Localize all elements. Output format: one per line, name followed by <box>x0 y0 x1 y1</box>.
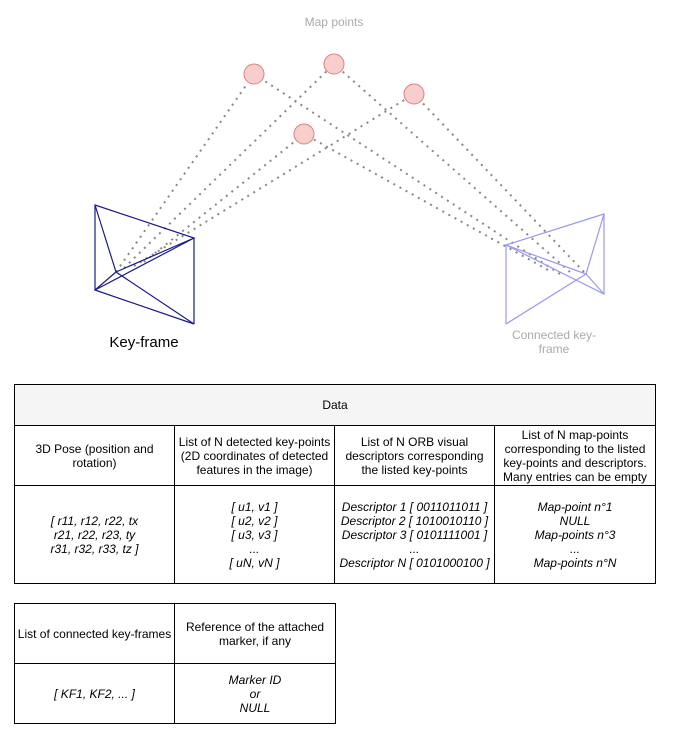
reference-values-row: [ KF1, KF2, ... ] Marker ID or NULL <box>14 663 336 724</box>
ray-ckf-mp4 <box>303 133 549 271</box>
mappoint-line: Map-points n°3 <box>534 527 616 542</box>
map-point-4 <box>293 123 315 145</box>
keyframe-diagram <box>94 53 605 325</box>
ray-ckf-mp3 <box>413 93 585 273</box>
keyframe-edge-6 <box>94 289 195 325</box>
cell-descriptors: Descriptor 1 [ 0011011011 ] Descriptor 2… <box>334 485 495 584</box>
cell-marker: Marker ID or NULL <box>174 663 336 724</box>
header-connected-keyframes: List of connected key-frames <box>14 603 175 664</box>
data-header-row: 3D Pose (position and rotation) List of … <box>14 425 657 486</box>
ray-ckf-mp1 <box>253 73 561 275</box>
ray-kf-mp1 <box>115 73 255 273</box>
keyframe-label: Key-frame <box>109 334 179 351</box>
connected-edge-2 <box>505 244 587 275</box>
header-descriptors: List of N ORB visual descriptors corresp… <box>334 425 495 486</box>
keyframe-edge-3 <box>115 237 195 273</box>
ray-ckf-mp2 <box>333 63 571 273</box>
keyframe-edge-1 <box>94 204 117 273</box>
cell-keypoints: [ u1, v1 ] [ u2, v2 ] [ u3, v3 ] ... [ u… <box>174 485 335 584</box>
connected-image-plane <box>504 213 605 295</box>
mappoint-line: NULL <box>559 513 591 528</box>
keyframe-edge-2 <box>94 271 117 291</box>
descriptor-line: Descriptor N [ 0101000100 ] <box>339 555 490 570</box>
reference-header-row: List of connected key-frames Reference o… <box>14 603 336 664</box>
connected-keyframe-label: Connected key- frame <box>500 328 608 356</box>
keypoint-line: [ u3, v3 ] <box>231 527 278 542</box>
data-title: Data <box>13 384 657 426</box>
connected-keyframe-camera <box>504 213 605 325</box>
marker-line: Marker ID <box>228 672 282 687</box>
keyframe-camera <box>94 204 196 325</box>
cell-mappoints: Map-point n°1 NULL Map-points n°3 ... Ma… <box>493 485 657 584</box>
descriptor-line: Descriptor 2 [ 1010010110 ] <box>340 513 489 528</box>
map-point-1 <box>243 63 265 85</box>
mappoint-line: ... <box>570 541 581 556</box>
mappoint-line: Map-points n°N <box>533 555 617 570</box>
keypoint-line: [ u2, v2 ] <box>231 513 278 528</box>
connected-rays <box>253 63 585 275</box>
data-title-row: Data <box>13 384 657 426</box>
pose-line: [ r11, r12, r22, tx <box>50 513 139 528</box>
map-points-label: Map points <box>304 15 364 29</box>
ray-kf-mp4 <box>143 133 305 263</box>
pose-line: r31, r32, r33, tz ] <box>50 541 139 556</box>
marker-line: NULL <box>239 700 271 715</box>
keypoint-line: ... <box>249 541 260 556</box>
keyframe-image-plane <box>94 204 196 291</box>
descriptor-line: Descriptor 1 [ 0011011011 ] <box>341 499 488 514</box>
marker-line: or <box>249 686 261 701</box>
connected-label-line-2: frame <box>538 342 570 356</box>
reference-table: List of connected key-frames Reference o… <box>14 603 336 724</box>
map-points <box>243 53 425 145</box>
pose-line: r21, r22, r23, ty <box>53 527 136 542</box>
cell-connected-keyframes: [ KF1, KF2, ... ] <box>14 663 175 724</box>
header-attached-marker: Reference of the attached marker, if any <box>174 603 336 664</box>
descriptor-line: Descriptor 3 [ 0101111001 ] <box>341 527 488 542</box>
connected-edge-5 <box>505 273 587 325</box>
data-table: Data 3D Pose (position and rotation) Lis… <box>13 384 657 584</box>
connected-edge-4 <box>585 273 605 295</box>
connected-edge-3 <box>585 213 605 275</box>
header-mappoints: List of N map-points corresponding to th… <box>493 425 657 486</box>
map-point-2 <box>323 53 345 75</box>
keypoint-line: [ uN, vN ] <box>229 555 280 570</box>
descriptor-line: ... <box>409 541 420 556</box>
data-values-row: [ r11, r12, r22, tx r21, r22, r23, ty r3… <box>14 485 657 584</box>
cell-pose: [ r11, r12, r22, tx r21, r22, r23, ty r3… <box>14 485 175 584</box>
mappoint-line: Map-point n°1 <box>537 499 613 514</box>
keypoint-line: [ u1, v1 ] <box>231 499 278 514</box>
keyframe-rays <box>115 63 415 273</box>
ray-kf-mp2 <box>123 63 335 269</box>
connected-label-line-1: Connected key- <box>511 328 597 342</box>
keyframe-edge-4 <box>115 271 195 325</box>
map-point-3 <box>403 83 425 105</box>
header-pose: 3D Pose (position and rotation) <box>14 425 175 486</box>
ray-kf-mp3 <box>133 93 415 267</box>
header-keypoints: List of N detected key-points (2D coordi… <box>174 425 335 486</box>
